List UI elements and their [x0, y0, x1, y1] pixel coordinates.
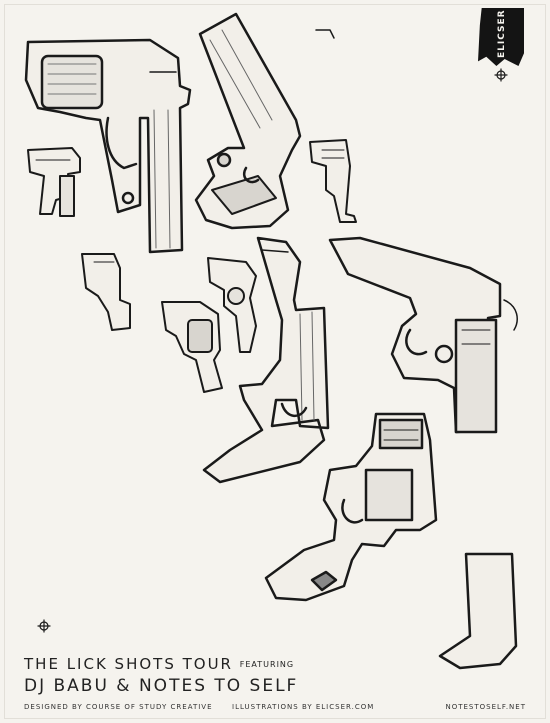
- gun-sketch-tiny-revolver: [207, 257, 257, 353]
- gun-sketch-partial-bottom-right: [438, 552, 518, 670]
- gun-sketch-flare-gun: [202, 236, 330, 484]
- title-featuring: FEATURING: [239, 660, 295, 669]
- gun-sketch-modern-pistol: [328, 236, 518, 434]
- doodle-mark: [315, 29, 335, 39]
- elicser-logo-text: ELICSER: [497, 9, 507, 58]
- title-main: THE LICK SHOTS TOUR: [24, 655, 233, 673]
- crosshair-icon: [37, 619, 51, 633]
- gun-sketch-revolver-large: [264, 412, 438, 602]
- poster-subtitle: DJ BABU & NOTES TO SELF: [24, 676, 299, 696]
- credit-design: DESIGNED BY COURSE OF STUDY CREATIVE: [24, 703, 213, 711]
- elicser-logo: [478, 8, 524, 66]
- gun-sketch-derringer-tilted: [194, 12, 302, 230]
- gun-sketch-small-pistol-right: [309, 139, 357, 223]
- gun-sketch-revolver-small: [161, 301, 223, 393]
- credit-illustrations: ILLUSTRATIONS BY ELICSER.COM: [232, 703, 375, 711]
- paper-border: [4, 4, 546, 719]
- gun-sketch-block-pistol: [81, 253, 131, 331]
- gun-sketch-pistol-large: [24, 38, 192, 254]
- credit-website: NOTESTOSELF.NET: [445, 703, 526, 711]
- gun-sketch-small-pistol-left: [27, 147, 81, 217]
- crosshair-icon: [494, 68, 508, 82]
- poster-title: THE LICK SHOTS TOUR FEATURING: [24, 655, 294, 673]
